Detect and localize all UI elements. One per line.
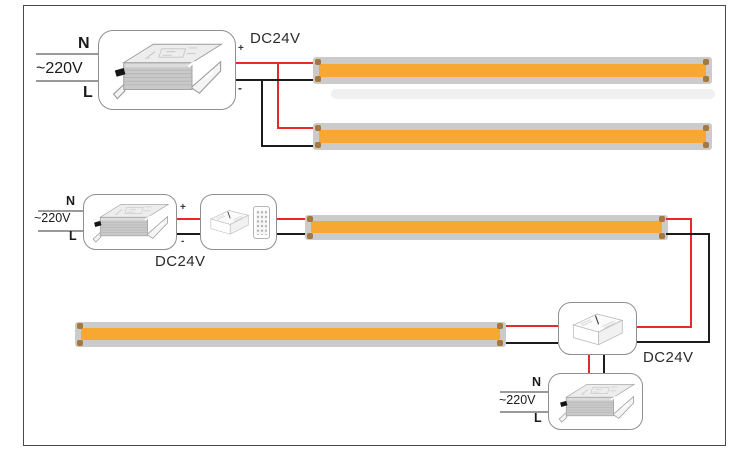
led-driver-illustration — [553, 378, 641, 428]
psu-box-bottom — [548, 373, 643, 430]
voltage-label: ~220V — [499, 393, 536, 407]
wire-negative-segment — [276, 233, 308, 235]
wire-negative-segment — [708, 233, 710, 343]
solder-pad — [703, 142, 709, 148]
solder-pad — [315, 125, 321, 131]
voltage-label: ~220V — [36, 60, 83, 77]
led-strip-2 — [313, 123, 712, 150]
wire-positive-segment — [277, 127, 317, 129]
wire-positive-segment — [276, 218, 308, 220]
led-strip-1 — [313, 57, 712, 84]
solder-pad — [307, 233, 313, 239]
solder-pad — [703, 59, 709, 65]
wire-negative-segment — [637, 341, 710, 343]
wire-positive-segment — [588, 355, 590, 373]
solder-pad — [497, 323, 503, 329]
wire-negative-segment — [236, 79, 316, 81]
mains-line-neutral — [500, 391, 548, 393]
dc24v-label-top: DC24V — [250, 30, 301, 47]
solder-pad — [497, 340, 503, 346]
wire-negative-segment — [261, 145, 317, 147]
solder-pad — [315, 142, 321, 148]
wire-positive-segment — [177, 218, 201, 220]
solder-pad — [703, 125, 709, 131]
led-driver-illustration — [105, 35, 231, 107]
rf-controller-illustration — [206, 204, 252, 240]
neutral-label: N — [532, 375, 542, 389]
solder-pad — [315, 59, 321, 65]
voltage-label: ~220V — [34, 211, 71, 225]
dc24v-label-bottom: DC24V — [643, 349, 694, 366]
negative-terminal-label: - — [238, 81, 242, 95]
wire-positive-segment — [236, 62, 316, 64]
led-strip-cob-core — [319, 130, 706, 143]
solder-pad — [315, 76, 321, 82]
solder-pad — [77, 323, 83, 329]
wire-positive-segment — [637, 326, 692, 328]
solder-pad — [659, 216, 665, 222]
mains-line-neutral — [38, 210, 83, 212]
rf-controller-illustration — [567, 308, 627, 350]
wire-negative-segment — [666, 233, 710, 235]
solder-pad — [77, 340, 83, 346]
neutral-label: N — [66, 194, 76, 208]
mains-line-live — [36, 80, 98, 82]
wire-negative-segment — [603, 355, 605, 373]
solder-pad — [703, 76, 709, 82]
negative-terminal-label: - — [181, 236, 185, 247]
solder-pad — [307, 216, 313, 222]
led-strip-3 — [305, 215, 668, 240]
psu-box-middle — [83, 194, 177, 250]
led-driver-illustration — [87, 198, 175, 248]
psu-box-top — [98, 30, 236, 110]
controller-box-bottom — [558, 302, 637, 355]
wire-positive-segment — [506, 325, 558, 327]
strip-shadow — [331, 89, 715, 99]
positive-terminal-label: + — [238, 43, 244, 54]
controller-box-middle — [200, 194, 277, 250]
wire-negative-segment — [506, 342, 558, 344]
led-strip-cob-core — [311, 221, 662, 233]
mains-line-live — [38, 230, 83, 232]
wire-negative-segment — [261, 79, 263, 147]
led-strip-cob-core — [319, 64, 706, 77]
positive-terminal-label: + — [180, 202, 186, 213]
mains-line-neutral — [36, 53, 98, 55]
solder-pad — [659, 233, 665, 239]
live-label: L — [83, 84, 93, 101]
remote-control-illustration — [253, 206, 270, 239]
wire-positive-segment — [277, 62, 279, 129]
led-strip-4 — [75, 322, 506, 347]
live-label: L — [534, 411, 542, 425]
wire-positive-segment — [690, 218, 692, 328]
wire-positive-segment — [666, 218, 692, 220]
live-label: L — [69, 229, 77, 243]
dc24v-label-middle: DC24V — [155, 253, 206, 270]
wire-negative-segment — [177, 233, 201, 235]
mains-line-live — [500, 411, 548, 413]
diagram-frame — [23, 5, 726, 446]
neutral-label: N — [78, 35, 90, 52]
led-strip-cob-core — [81, 328, 500, 340]
